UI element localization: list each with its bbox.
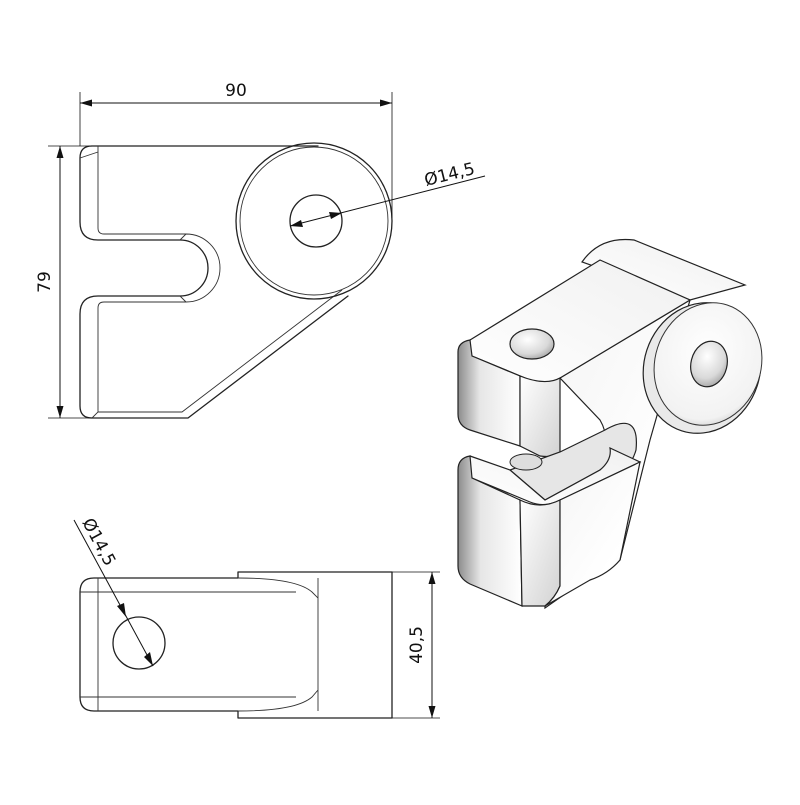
- front-view: 90 79 Ø14,5: [35, 81, 486, 419]
- front-view-fillet-lines: [79, 146, 343, 419]
- iso-upper-prong-front: [519, 375, 561, 458]
- depth-dimension-label: 40,5: [407, 626, 427, 664]
- hole-top-leader: [289, 175, 486, 227]
- width-arrow-right: [380, 99, 392, 107]
- height-dimension-label: 79: [35, 271, 55, 293]
- width-arrow-left: [80, 99, 92, 107]
- hole-top-dimension-label: Ø14,5: [422, 159, 477, 191]
- front-view-outline: [79, 145, 349, 419]
- hole-top-arrow-a: [290, 220, 303, 227]
- hole-bottom-dimension-label: Ø14,5: [78, 515, 120, 570]
- iso-upper-hole: [509, 328, 555, 360]
- hole-bottom-arrow-b: [144, 652, 153, 666]
- top-view: Ø14,5 40,5: [73, 515, 440, 719]
- hole-bottom-leader: [73, 519, 154, 667]
- top-view-outline: [79, 571, 393, 719]
- top-hole-circle: [112, 616, 166, 670]
- iso-lower-prong-front: [519, 499, 561, 607]
- depth-arrow-bottom: [428, 706, 436, 718]
- boss-inner-circle: [239, 146, 389, 296]
- iso-boss-hole: [690, 340, 728, 388]
- iso-top-back: [581, 238, 747, 301]
- height-arrow-top: [56, 146, 64, 158]
- top-view-inner-lines: [80, 577, 319, 712]
- width-dimension-label: 90: [225, 81, 247, 101]
- height-arrow-bottom: [56, 406, 64, 418]
- boss-outer-circle: [235, 142, 393, 300]
- hole-bottom-arrow-a: [117, 603, 126, 617]
- isometric-view: [457, 238, 763, 610]
- depth-arrow-top: [428, 572, 436, 584]
- iso-lower-body-right: [544, 460, 641, 607]
- iso-pin: [509, 453, 543, 471]
- hole-top-arrow-b: [329, 212, 342, 219]
- front-hole-circle: [289, 194, 343, 248]
